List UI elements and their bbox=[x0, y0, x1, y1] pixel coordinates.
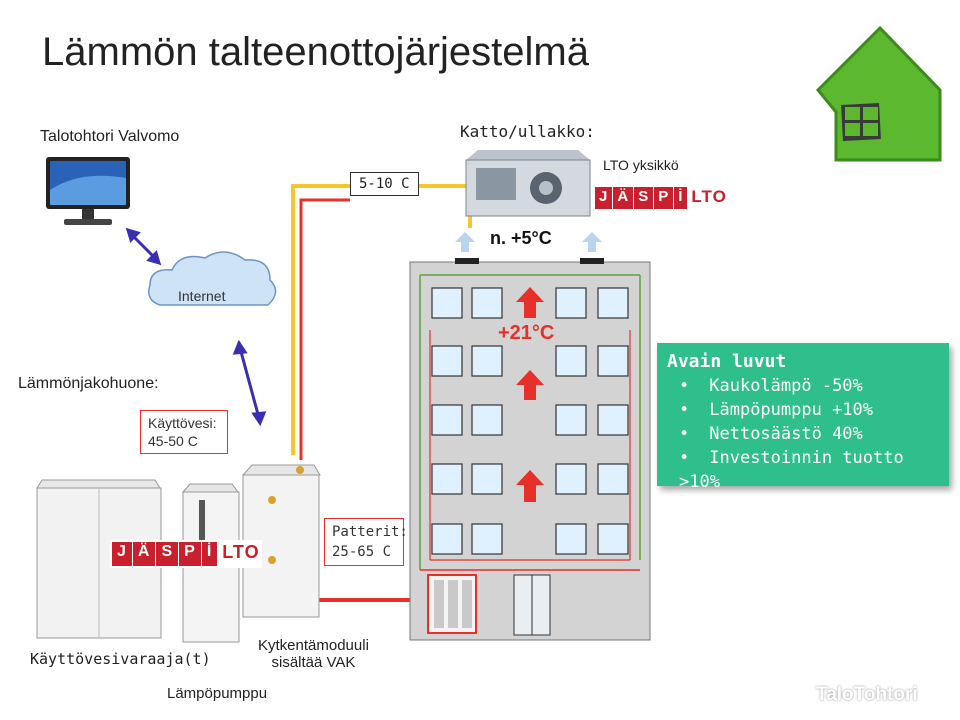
building-window bbox=[556, 405, 586, 435]
key-figure-item: Investoinnin tuotto >10% bbox=[679, 446, 949, 494]
heat-room-label: Lämmönjakohuone: bbox=[18, 375, 159, 393]
building-window bbox=[472, 405, 502, 435]
jaspi-logo-top: J Ä S P İ LTO bbox=[595, 187, 727, 209]
red-pipe-roof bbox=[301, 200, 350, 460]
tank-label: Käyttövesivaraaja(t) bbox=[30, 650, 211, 668]
building-window bbox=[432, 288, 462, 318]
yellow-pipe-roof bbox=[410, 186, 470, 228]
building-window bbox=[432, 464, 462, 494]
building-window bbox=[432, 524, 462, 554]
monitor-label: Talotohtori Valvomo bbox=[40, 128, 179, 146]
key-figure-item: Kaukolämpö -50% bbox=[679, 374, 949, 398]
key-figures-panel: Avain luvut Kaukolämpö -50% Lämpöpumppu … bbox=[657, 343, 949, 486]
dhw-temp: 45-50 C bbox=[148, 433, 198, 449]
heat-pump-label: Lämpöpumppu bbox=[167, 685, 267, 702]
building-window bbox=[556, 464, 586, 494]
roof-label: Katto/ullakko: bbox=[460, 122, 595, 141]
module-label: Kytkentämoduuli sisältää VAK bbox=[258, 637, 369, 671]
radiators-label: Patterit: bbox=[332, 524, 408, 540]
building-window bbox=[432, 346, 462, 376]
link-arrow-monitor-internet bbox=[128, 230, 159, 263]
inside-temp-label: +21°C bbox=[498, 322, 554, 345]
lto-roof-unit bbox=[466, 150, 590, 216]
internet-label: Internet bbox=[178, 288, 225, 304]
building-window bbox=[598, 288, 628, 318]
monitor-icon bbox=[46, 157, 130, 225]
link-arrow-internet-room bbox=[235, 343, 264, 423]
outside-temp-label: n. +5°C bbox=[490, 228, 552, 249]
talotohtori-brand: TaloTohtori bbox=[816, 684, 918, 706]
building-window bbox=[556, 346, 586, 376]
building-window bbox=[432, 405, 462, 435]
building-window bbox=[598, 405, 628, 435]
jaspi-logo-bottom: J Ä S P İ LTO bbox=[110, 540, 262, 568]
building-window bbox=[598, 464, 628, 494]
building-window bbox=[472, 288, 502, 318]
building-window bbox=[472, 524, 502, 554]
house-logo bbox=[818, 28, 940, 160]
dhw-label: Käyttövesi: bbox=[148, 415, 216, 431]
building-window bbox=[472, 346, 502, 376]
key-figure-item: Lämpöpumppu +10% bbox=[679, 398, 949, 422]
talotohtori-logo-icon bbox=[780, 681, 812, 710]
radiators-temp: 25-65 C bbox=[332, 544, 391, 560]
key-figures-heading: Avain luvut bbox=[657, 351, 949, 372]
building-window bbox=[598, 346, 628, 376]
building-window bbox=[598, 524, 628, 554]
lto-unit-label: LTO yksikkö bbox=[603, 157, 679, 173]
roof-temp-box: 5-10 C bbox=[350, 172, 419, 196]
building-window bbox=[556, 524, 586, 554]
key-figure-item: Nettosäästö 40% bbox=[679, 422, 949, 446]
building-window bbox=[472, 464, 502, 494]
building-window bbox=[556, 288, 586, 318]
